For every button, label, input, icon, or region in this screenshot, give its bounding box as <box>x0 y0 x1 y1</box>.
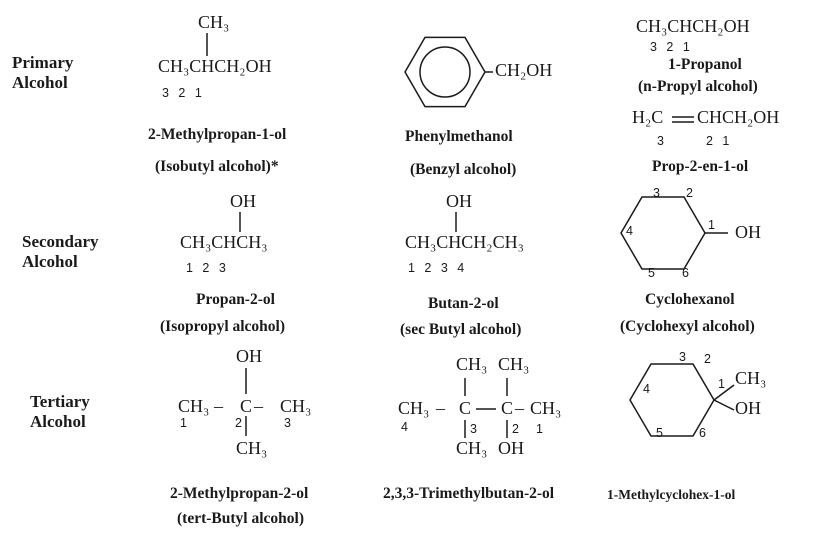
formula-substituent: CH₃ <box>236 438 268 458</box>
compound-name: 1-Methylcyclohex-1-ol <box>607 487 736 502</box>
compound-name: Prop-2-en-1-ol <box>652 158 749 175</box>
ring-number: 5 <box>656 426 663 440</box>
ring-number: 1 <box>718 377 725 391</box>
ring-number: 2 <box>704 352 711 366</box>
compound-name: Butan-2-ol <box>428 295 499 312</box>
formula: CH₃ <box>280 396 312 416</box>
carbon-numbers: 2 1 <box>706 134 730 148</box>
formula: CH₃ <box>178 396 210 416</box>
ring-number: 4 <box>643 382 650 396</box>
bond-dash: – <box>515 398 524 418</box>
benzene-ring-icon <box>404 36 493 108</box>
carbon-numbers: 1 2 3 <box>186 261 226 275</box>
formula: CH₃CHCH₂CH₃ <box>405 232 524 252</box>
formula-substituent: CH₂OH <box>495 60 553 80</box>
formula: CH₃CHCH₃ <box>180 232 268 252</box>
carbon-numbers: 1 2 3 4 <box>408 261 465 275</box>
formula-substituent: OH <box>735 398 761 418</box>
compound-name: 2,3,3-Trimethylbutan-2-ol <box>383 485 555 502</box>
common-name: (Benzyl alcohol) <box>410 161 517 178</box>
formula-substituent: CH₃ <box>198 12 230 32</box>
carbon-number: 2 <box>512 422 519 436</box>
bond-dash: – <box>436 398 445 418</box>
formula: C <box>459 398 472 418</box>
formula-substituent: CH₃ <box>498 354 530 374</box>
carbon-number: 3 <box>284 416 291 430</box>
compound-name: 2-Methylpropan-2-ol <box>170 485 309 502</box>
compound-name: 1-Propanol <box>668 56 742 73</box>
formula: CH₃CHCH₂OH <box>636 16 750 36</box>
carbon-numbers: 3 2 1 <box>162 86 202 100</box>
ring-number: 3 <box>679 350 686 364</box>
carbon-number: 1 <box>536 422 543 436</box>
formula: CH₃ <box>530 398 562 418</box>
formula-substituent: CH₃ <box>735 368 767 388</box>
carbon-numbers: 3 2 1 <box>650 40 690 54</box>
formula: H₂C <box>632 107 664 127</box>
bond-dash: – <box>214 396 223 416</box>
common-name: (sec Butyl alcohol) <box>400 321 522 338</box>
carbon-number: 1 <box>180 416 187 430</box>
common-name: (Isopropyl alcohol) <box>160 318 286 335</box>
common-name: (tert-Butyl alcohol) <box>177 510 304 527</box>
compound-name: 2-Methylpropan-1-ol <box>148 126 287 143</box>
ring-number: 3 <box>653 186 660 200</box>
compound-name: Propan-2-ol <box>196 291 275 308</box>
ring-number: 1 <box>708 218 715 232</box>
bond-dash: – <box>254 396 263 416</box>
ring-number: 6 <box>682 266 689 280</box>
common-name: (Cyclohexyl alcohol) <box>620 318 755 335</box>
ring-number: 2 <box>686 186 693 200</box>
carbon-number: 3 <box>470 422 477 436</box>
formula-substituent: OH <box>236 346 262 366</box>
common-name: (n-Propyl alcohol) <box>638 78 758 95</box>
compound-name: Phenylmethanol <box>405 128 513 145</box>
carbon-number: 4 <box>401 420 408 434</box>
formula: C <box>240 396 253 416</box>
formula-substituent: OH <box>446 191 472 211</box>
formula: CHCH₂OH <box>697 107 780 127</box>
formula: CH₃ <box>398 398 430 418</box>
ring-number: 5 <box>648 266 655 280</box>
formula-substituent: OH <box>230 191 256 211</box>
formula: C <box>501 398 514 418</box>
compound-name: Cyclohexanol <box>645 291 735 308</box>
carbon-number: 2 <box>235 416 242 430</box>
common-name: (Isobutyl alcohol)* <box>155 158 279 175</box>
cyclohexane-ring-icon <box>629 363 735 437</box>
carbon-numbers: 3 <box>657 134 664 148</box>
formula-substituent: OH <box>735 222 761 242</box>
formula-substituent: OH <box>498 438 524 458</box>
ring-number: 6 <box>699 426 706 440</box>
formula: CH₃CHCH₂OH <box>158 56 272 76</box>
formula-substituent: CH₃ <box>456 438 488 458</box>
ring-number: 4 <box>626 224 633 238</box>
cyclohexane-ring-icon <box>620 196 728 270</box>
formula-substituent: CH₃ <box>456 354 488 374</box>
